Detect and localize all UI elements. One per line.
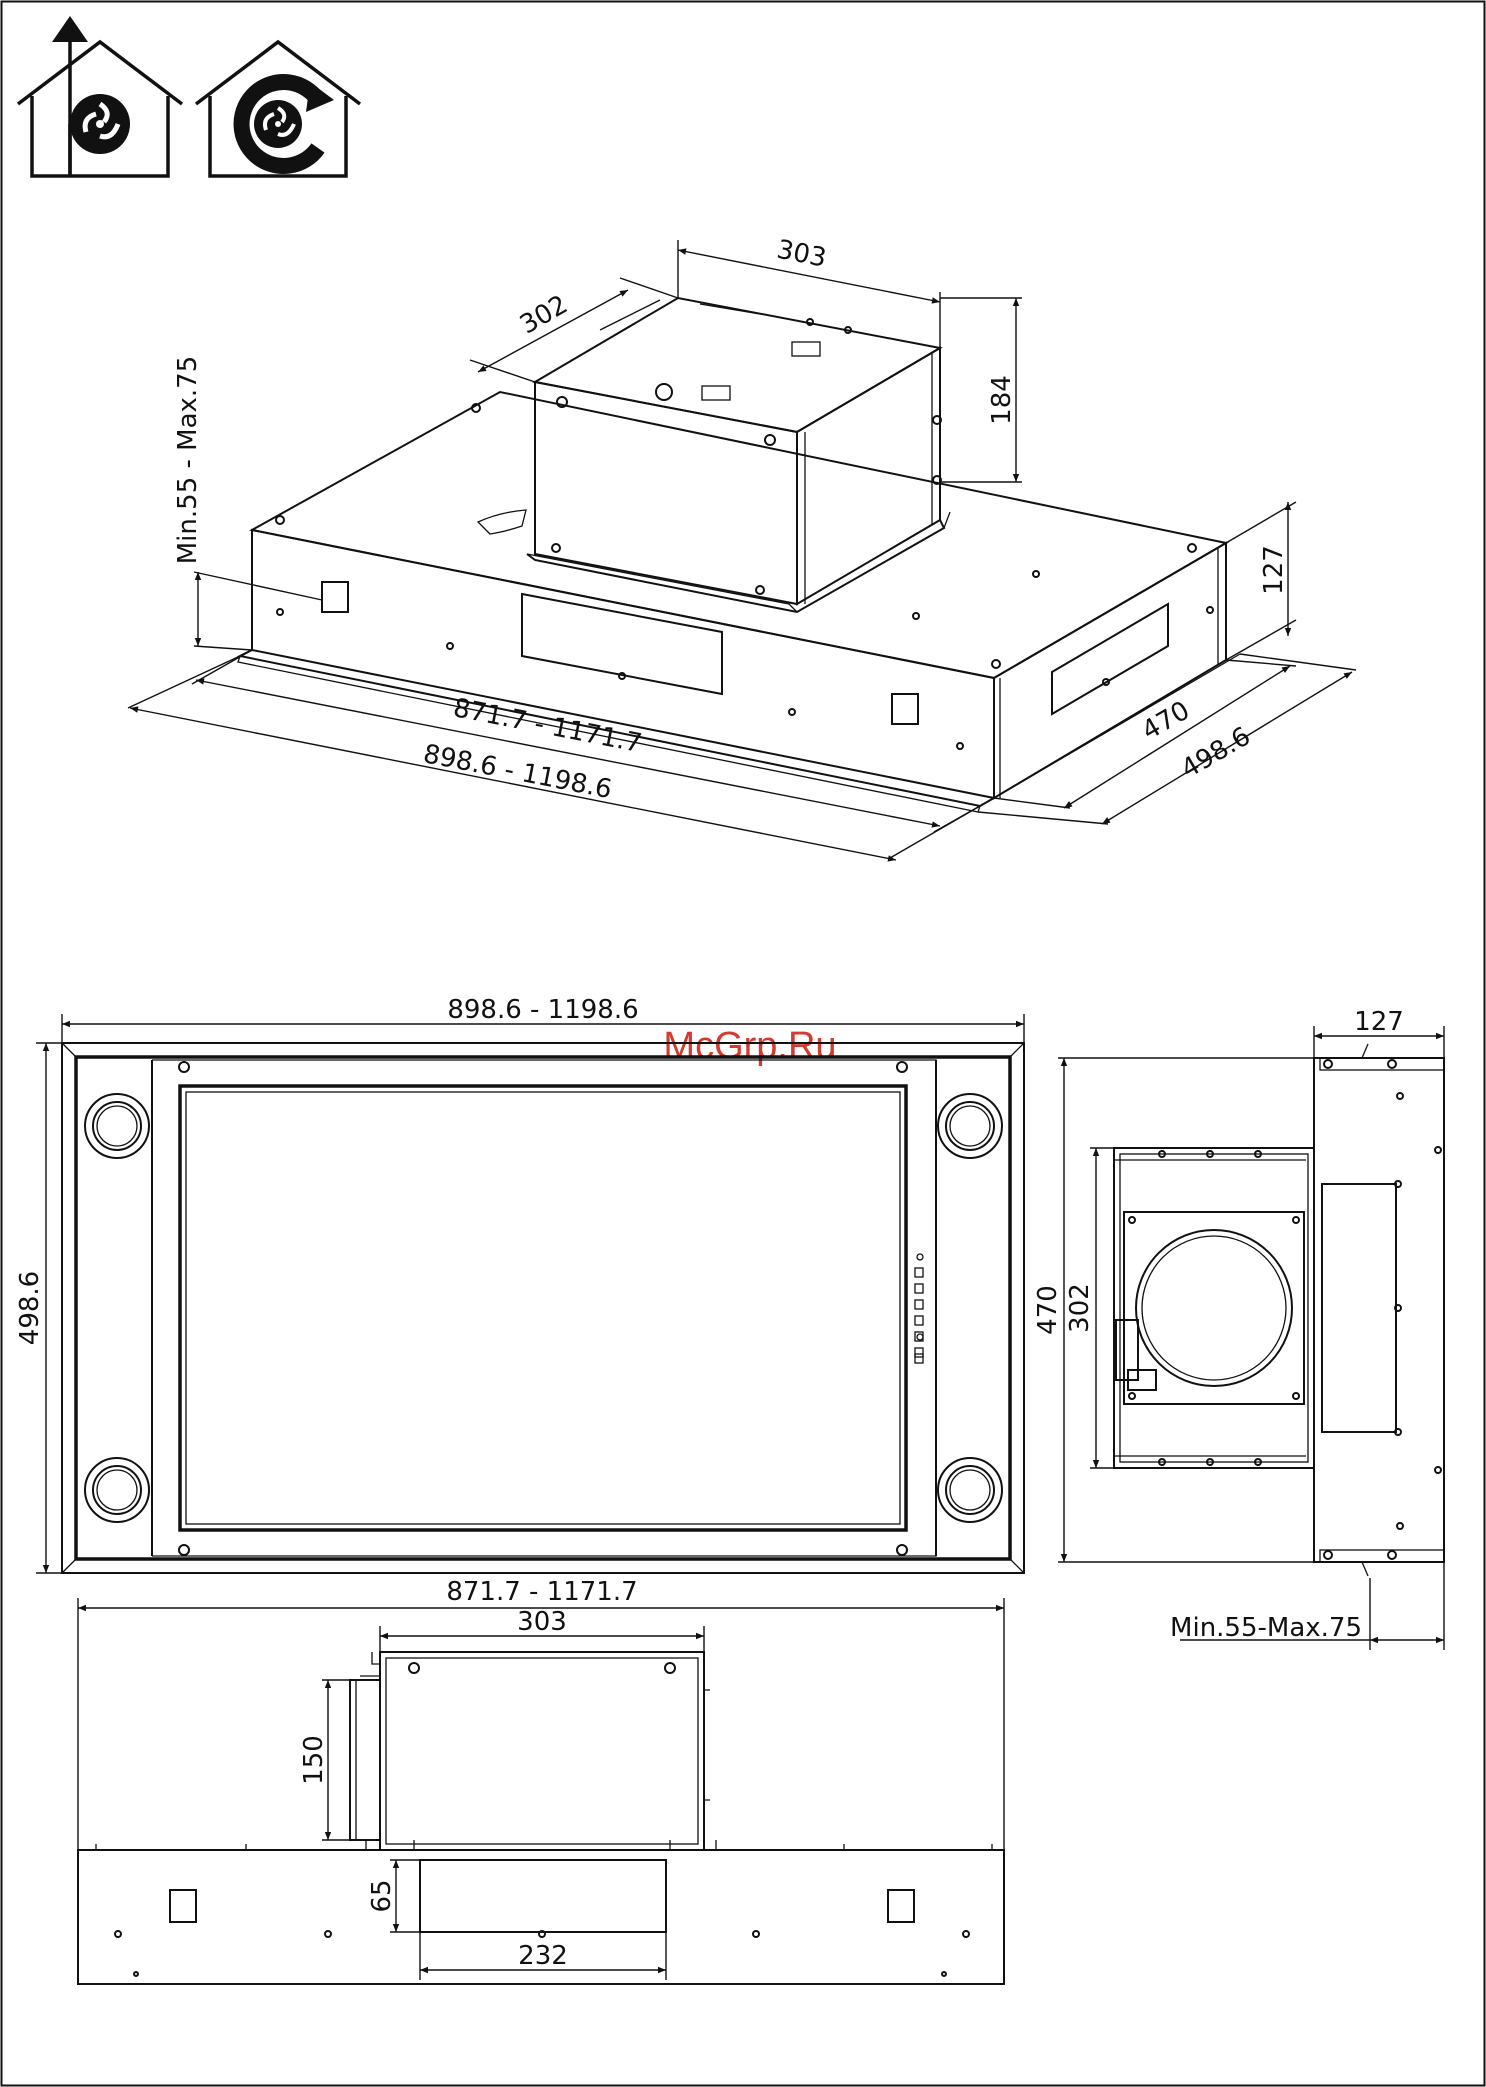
isometric-view: 303 302 184 127 Min.55 - Max.75 871.7 - … — [128, 235, 1356, 860]
dim-150-front-view: 150 — [299, 1735, 329, 1785]
dim-470-iso: 470 — [1137, 696, 1195, 747]
lamp-bottom-right — [938, 1458, 1002, 1522]
front-window — [420, 1860, 666, 1932]
watermark: McGrp.Ru — [663, 1025, 836, 1067]
dim-302-iso: 302 — [515, 290, 573, 341]
dim-303-front-view: 303 — [517, 1607, 567, 1637]
dim-outer-width-iso: 898.6 - 1198.6 — [421, 739, 615, 805]
dim-303-iso: 303 — [774, 235, 828, 274]
dim-width-bottom-view: 898.6 - 1198.6 — [447, 995, 638, 1025]
bottom-view: 898.6 - 1198.6 498.6 — [15, 995, 1024, 1573]
cabinet-front-face — [535, 382, 797, 604]
dim-width-front-view: 871.7 - 1171.7 — [446, 1577, 637, 1607]
outlet-spigot — [1136, 1230, 1292, 1386]
lamp-bottom-left — [85, 1458, 149, 1522]
cabinet-right-face — [797, 348, 940, 604]
dim-insertion-iso: Min.55 - Max.75 — [173, 356, 203, 565]
control-panel-keys — [915, 1254, 923, 1363]
dim-184-iso: 184 — [987, 375, 1017, 425]
dim-498-iso: 498.6 — [1176, 721, 1255, 784]
filter-panel — [180, 1086, 906, 1530]
side-window — [1052, 604, 1168, 714]
recirculation-icon — [196, 42, 360, 176]
lamp-top-right — [938, 1094, 1002, 1158]
dim-470-side-view: 470 — [1033, 1285, 1063, 1335]
dim-65-front-view: 65 — [367, 1879, 397, 1912]
dim-127-iso: 127 — [1259, 545, 1289, 595]
dim-depth-bottom-view: 498.6 — [15, 1271, 45, 1345]
dim-232-front-view: 232 — [518, 1941, 568, 1971]
outlet-spigot — [350, 1680, 380, 1840]
housing-top-face — [252, 392, 1226, 678]
dim-height-side-view: 127 — [1354, 1007, 1404, 1037]
ducted-extraction-icon — [18, 16, 182, 176]
side-window — [1322, 1184, 1396, 1432]
front-view: 871.7 - 1171.7 303 150 65 232 — [78, 1577, 1004, 1984]
side-view: 127 470 302 Min.55-Max.75 — [1033, 1007, 1444, 1650]
dim-302-side-view: 302 — [1065, 1283, 1095, 1333]
lamp-top-left — [85, 1094, 149, 1158]
dim-insertion-side-view: Min.55-Max.75 — [1170, 1613, 1362, 1643]
